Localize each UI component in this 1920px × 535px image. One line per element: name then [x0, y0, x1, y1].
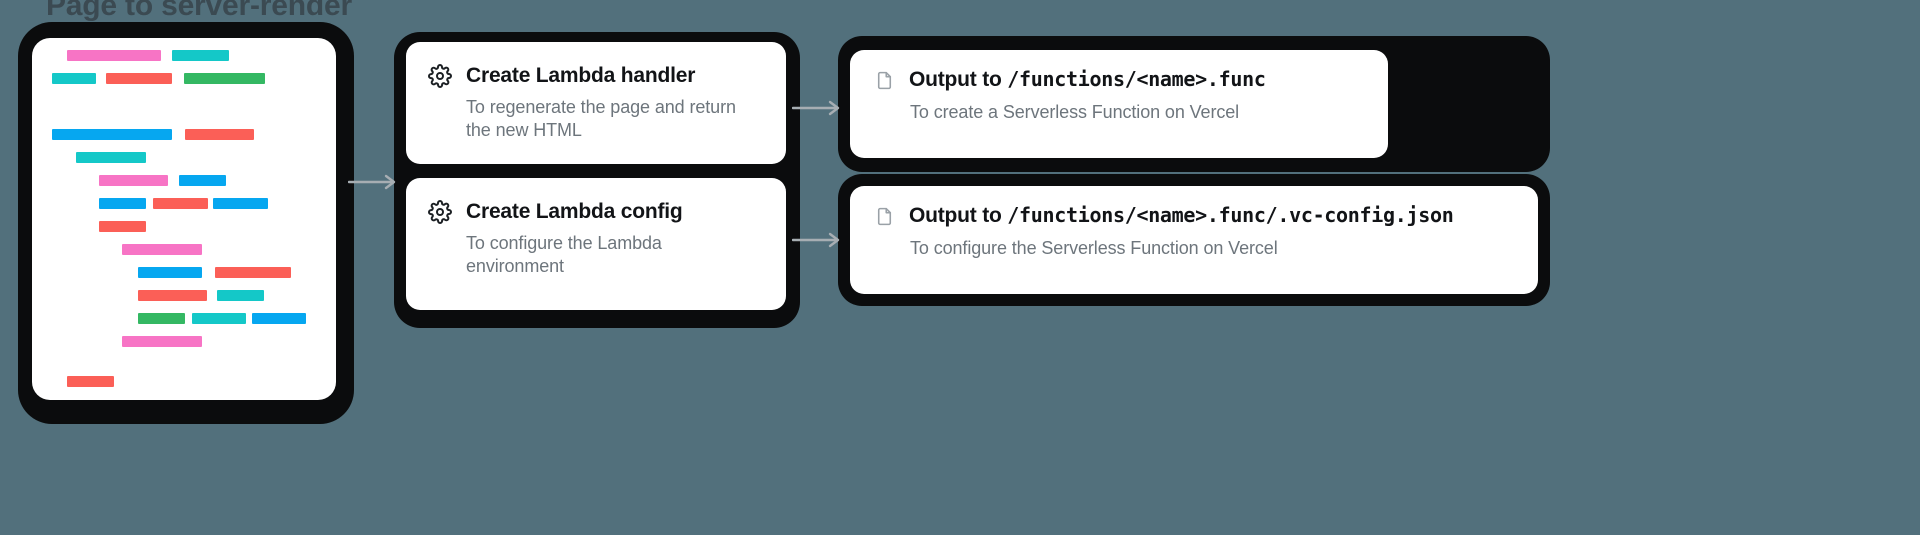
card-head: Create Lambda handler — [428, 64, 760, 89]
arrow-step2-to-output2 — [792, 232, 844, 248]
step-title: Create Lambda config — [466, 200, 683, 223]
code-bar — [99, 221, 146, 232]
code-bar — [67, 50, 161, 61]
code-bar — [138, 313, 185, 324]
step-subtitle: To configure the Lambda environment — [466, 233, 662, 277]
gear-icon — [428, 64, 452, 89]
code-bar — [179, 175, 226, 186]
output-subtitle: To create a Serverless Function on Verce… — [910, 102, 1240, 123]
code-bar — [185, 129, 254, 140]
code-bar — [192, 313, 246, 324]
step-card-create-lambda-config[interactable]: Create Lambda config To configure the La… — [406, 178, 786, 310]
step-card-create-lambda-handler[interactable]: Create Lambda handler To regenerate the … — [406, 42, 786, 164]
document-icon — [874, 206, 895, 227]
code-bar — [52, 73, 96, 84]
card-head: Output to /functions/<name>.func/.vc-con… — [874, 204, 1512, 228]
output-subtitle: To configure the Serverless Function on … — [910, 238, 1278, 259]
card-head: Create Lambda config — [428, 200, 760, 225]
output-card-function[interactable]: Output to /functions/<name>.func To crea… — [850, 50, 1388, 158]
code-bar — [172, 50, 229, 61]
code-bar — [153, 198, 208, 209]
code-bar — [184, 73, 265, 84]
document-icon — [874, 70, 895, 91]
code-bar — [76, 152, 146, 163]
code-bar — [99, 175, 168, 186]
diagram-title: Page to server-render — [46, 0, 352, 22]
output-title-prefix: Output to — [909, 204, 1008, 227]
code-bar — [52, 129, 172, 140]
code-bar — [122, 336, 202, 347]
card-head: Output to /functions/<name>.func — [874, 68, 1362, 92]
output-title-path: /functions/<name>.func — [1007, 67, 1266, 91]
code-bar — [99, 198, 146, 209]
code-bar — [213, 198, 268, 209]
code-bar — [215, 267, 291, 278]
code-bar — [67, 376, 114, 387]
step-subtitle: To regenerate the page and return the ne… — [466, 97, 736, 141]
gear-icon — [428, 200, 452, 225]
code-bar — [138, 267, 202, 278]
code-bar — [122, 244, 202, 255]
step-title: Create Lambda handler — [466, 64, 696, 87]
code-bar — [252, 313, 306, 324]
code-bar — [217, 290, 264, 301]
page-source-code-card[interactable] — [32, 38, 336, 400]
output-title: Output to /functions/<name>.func — [909, 68, 1266, 92]
arrow-code-to-steps — [348, 174, 400, 190]
code-bars-canvas — [32, 38, 336, 400]
output-title-prefix: Output to — [909, 68, 1008, 91]
output-title: Output to /functions/<name>.func/.vc-con… — [909, 203, 1454, 228]
code-bar — [106, 73, 172, 84]
output-title-path: /functions/<name>.func/.vc-config.json — [1007, 203, 1454, 227]
code-bar — [138, 290, 207, 301]
arrow-step1-to-output1 — [792, 100, 844, 116]
output-card-config[interactable]: Output to /functions/<name>.func/.vc-con… — [850, 186, 1538, 294]
